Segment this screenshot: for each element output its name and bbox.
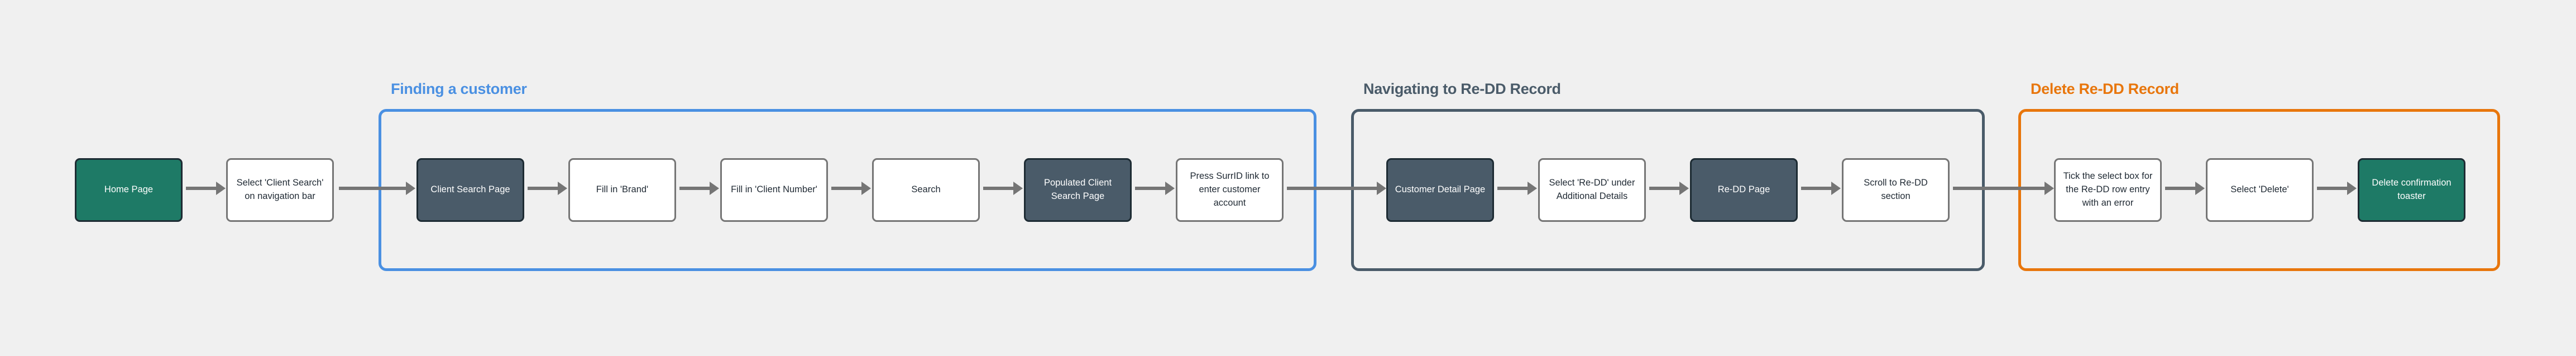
group-frame-navigating-to-re-dd-record — [1351, 109, 1985, 271]
connector-client-search-page-to-fill-in-brand — [528, 187, 558, 190]
flow-node-select-delete[interactable]: Select 'Delete' — [2206, 158, 2314, 222]
flow-node-label: Client Search Page — [430, 184, 510, 195]
flow-node-label: Populated Client Search Page — [1043, 178, 1112, 201]
arrowhead-icon — [1528, 182, 1537, 195]
connector-press-surrid-link-to-customer-detail-page — [1287, 187, 1377, 190]
arrowhead-icon — [2044, 182, 2054, 195]
flow-node-re-dd-page[interactable]: Re-DD Page — [1690, 158, 1798, 222]
arrowhead-icon — [406, 182, 415, 195]
arrowhead-icon — [216, 182, 226, 195]
connector-select-re-dd-to-re-dd-page — [1649, 187, 1679, 190]
connector-select-client-search-to-client-search-page — [339, 187, 406, 190]
group-title-delete-re-dd-record: Delete Re-DD Record — [2031, 80, 2179, 97]
flow-node-press-surrid-link[interactable]: Press SurrID link to enter customer acco… — [1176, 158, 1284, 222]
flow-node-select-re-dd[interactable]: Select 'Re-DD' under Additional Details — [1538, 158, 1646, 222]
arrowhead-icon — [1377, 182, 1386, 195]
flow-node-label: Select 'Delete' — [2230, 184, 2289, 195]
arrowhead-icon — [2347, 182, 2357, 195]
arrowhead-icon — [1165, 182, 1175, 195]
connector-fill-in-client-number-to-search — [831, 187, 861, 190]
flow-node-label: Tick the select box for the Re-DD row en… — [2063, 171, 2153, 208]
flow-node-label: Fill in 'Brand' — [596, 184, 649, 195]
flow-node-delete-confirmation-toaster[interactable]: Delete confirmation toaster — [2358, 158, 2465, 222]
flow-node-home-page[interactable]: Home Page — [75, 158, 183, 222]
connector-customer-detail-page-to-select-re-dd — [1497, 187, 1528, 190]
connector-populated-client-search-page-to-press-surrid-link — [1135, 187, 1165, 190]
flow-node-scroll-to-re-dd[interactable]: Scroll to Re-DD section — [1842, 158, 1950, 222]
flow-node-select-client-search[interactable]: Select 'Client Search' on navigation bar — [226, 158, 334, 222]
flow-node-fill-in-client-number[interactable]: Fill in 'Client Number' — [720, 158, 828, 222]
flow-node-label: Press SurrID link to enter customer acco… — [1190, 171, 1270, 208]
flow-node-label: Fill in 'Client Number' — [731, 184, 817, 195]
connector-tick-select-box-to-select-delete — [2165, 187, 2195, 190]
flow-node-label: Scroll to Re-DD section — [1864, 178, 1928, 201]
flow-node-label: Re-DD Page — [1717, 184, 1770, 195]
flow-node-fill-in-brand[interactable]: Fill in 'Brand' — [568, 158, 676, 222]
connector-fill-in-brand-to-fill-in-client-number — [679, 187, 710, 190]
flow-node-populated-client-search-page[interactable]: Populated Client Search Page — [1024, 158, 1132, 222]
arrowhead-icon — [2195, 182, 2205, 195]
connector-search-to-populated-client-search-page — [983, 187, 1013, 190]
group-frame-finding-a-customer — [379, 109, 1316, 271]
group-frame-delete-re-dd-record — [2018, 109, 2500, 271]
group-title-navigating-to-re-dd-record: Navigating to Re-DD Record — [1363, 80, 1561, 97]
connector-re-dd-page-to-scroll-to-re-dd — [1801, 187, 1831, 190]
arrowhead-icon — [710, 182, 719, 195]
flow-node-client-search-page[interactable]: Client Search Page — [416, 158, 524, 222]
flow-node-label: Customer Detail Page — [1395, 184, 1486, 195]
arrowhead-icon — [1679, 182, 1689, 195]
arrowhead-icon — [1831, 182, 1841, 195]
arrowhead-icon — [558, 182, 567, 195]
arrowhead-icon — [861, 182, 871, 195]
flow-node-label: Search — [911, 184, 941, 195]
flow-node-label: Delete confirmation toaster — [2372, 178, 2451, 201]
flow-node-tick-select-box[interactable]: Tick the select box for the Re-DD row en… — [2054, 158, 2162, 222]
flow-node-label: Select 'Client Search' on navigation bar — [236, 178, 324, 201]
group-title-finding-a-customer: Finding a customer — [391, 80, 527, 97]
connector-select-delete-to-delete-confirmation-toaster — [2317, 187, 2347, 190]
connector-home-page-to-select-client-search — [186, 187, 216, 190]
arrowhead-icon — [1013, 182, 1023, 195]
flow-node-label: Home Page — [104, 184, 154, 195]
flow-node-search[interactable]: Search — [872, 158, 980, 222]
flow-node-customer-detail-page[interactable]: Customer Detail Page — [1386, 158, 1494, 222]
flow-node-label: Select 'Re-DD' under Additional Details — [1549, 178, 1635, 201]
connector-scroll-to-re-dd-to-tick-select-box — [1953, 187, 2044, 190]
